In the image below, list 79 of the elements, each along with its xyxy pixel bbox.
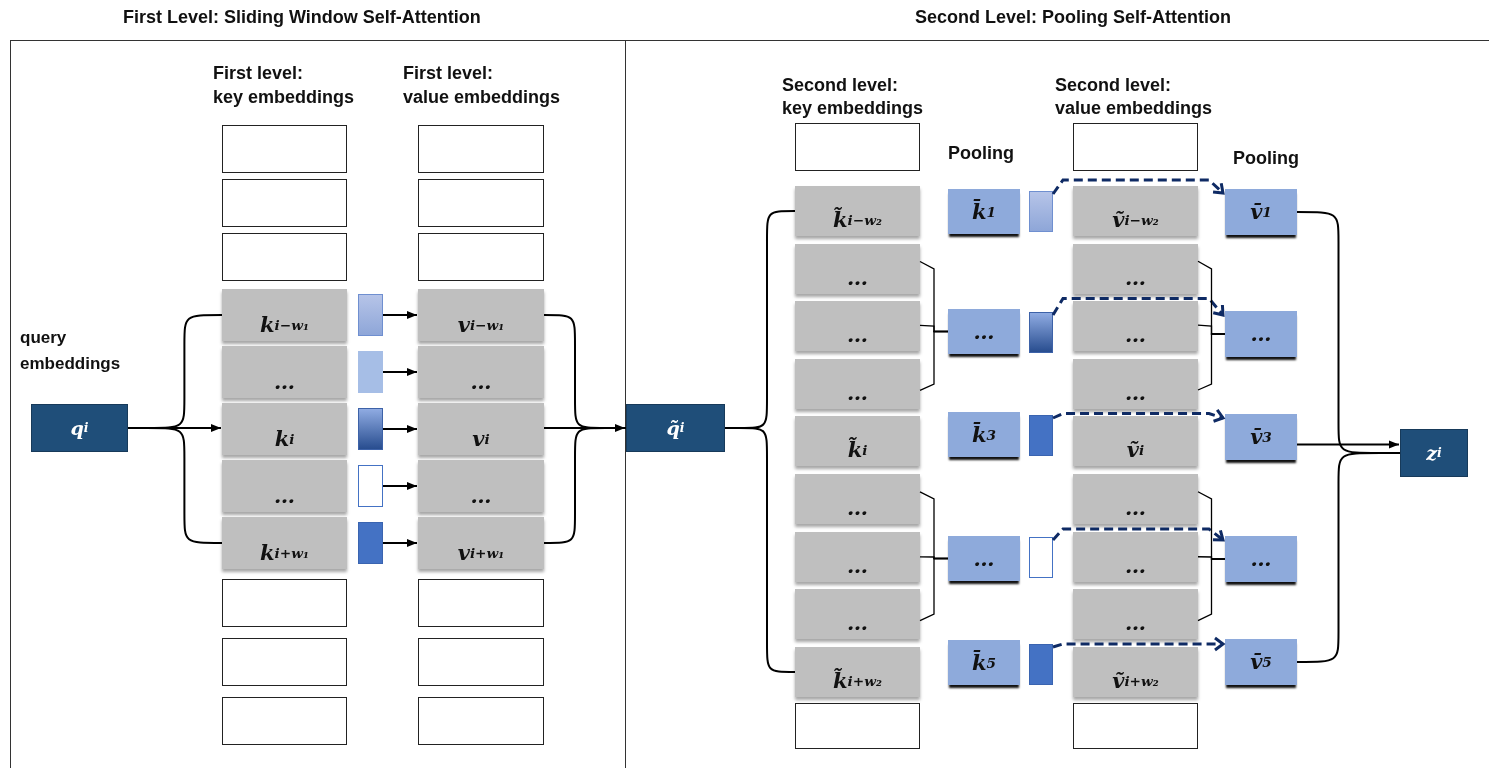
column-header: Pooling bbox=[948, 142, 1014, 164]
brace-line bbox=[543, 427, 627, 544]
empty-embedding-box bbox=[418, 233, 544, 281]
empty-embedding-box bbox=[222, 125, 347, 173]
column-header: Second level: bbox=[782, 74, 899, 96]
value-embedding-box: … bbox=[1073, 589, 1198, 639]
dashed-arrow bbox=[1052, 408, 1225, 423]
panel-title: First Level: Sliding Window Self-Attention bbox=[123, 6, 481, 28]
column-header: value embeddings bbox=[1055, 97, 1213, 119]
column-header: Pooling bbox=[1233, 147, 1299, 169]
attention-weight-bar bbox=[358, 522, 383, 564]
attention-weight-bar bbox=[358, 294, 383, 336]
column-header: First level: bbox=[403, 62, 494, 84]
panel-title: Second Level: Pooling Self-Attention bbox=[915, 6, 1231, 28]
arrow bbox=[1296, 440, 1400, 449]
attention-weight-bar bbox=[1029, 312, 1053, 353]
empty-embedding-box bbox=[418, 579, 544, 627]
empty-embedding-box bbox=[418, 125, 544, 173]
value-embedding-box: … bbox=[418, 460, 544, 512]
column-header: key embeddings bbox=[782, 97, 924, 119]
brace-line bbox=[724, 427, 796, 673]
brace-line bbox=[127, 427, 223, 544]
column-header: value embeddings bbox=[403, 86, 561, 108]
column-header: key embeddings bbox=[213, 86, 355, 108]
arrow bbox=[382, 425, 418, 433]
value-embedding-box: … bbox=[1073, 359, 1198, 409]
empty-embedding-box bbox=[418, 697, 544, 745]
dashed-arrow bbox=[1051, 297, 1225, 317]
pooled-key-box: … bbox=[948, 536, 1020, 581]
key-embedding-box: … bbox=[795, 589, 920, 639]
empty-embedding-box bbox=[418, 179, 544, 227]
attention-weight-bar bbox=[1029, 537, 1053, 578]
attention-weight-bar bbox=[1029, 415, 1053, 456]
empty-embedding-box bbox=[1073, 123, 1198, 171]
row-label: query embeddings bbox=[20, 327, 122, 375]
key-embedding-box: … bbox=[222, 346, 347, 398]
brace-line bbox=[1296, 452, 1401, 663]
empty-embedding-box bbox=[418, 638, 544, 686]
key-embedding-box: … bbox=[222, 460, 347, 512]
value-embedding-box: … bbox=[1073, 474, 1198, 524]
column-header: First level: bbox=[213, 62, 304, 84]
key-embedding-box: … bbox=[795, 359, 920, 409]
arrow bbox=[382, 539, 418, 547]
value-embedding-box: … bbox=[1073, 244, 1198, 294]
empty-embedding-box bbox=[222, 179, 347, 227]
value-embedding-box: … bbox=[1073, 532, 1198, 582]
attention-weight-bar bbox=[358, 351, 383, 393]
dashed-arrow bbox=[1052, 636, 1225, 652]
empty-embedding-box bbox=[222, 233, 347, 281]
attention-weight-bar bbox=[1029, 644, 1053, 685]
empty-embedding-box bbox=[222, 579, 347, 627]
key-embedding-box: … bbox=[795, 301, 920, 351]
attention-weight-bar bbox=[358, 465, 383, 507]
arrow bbox=[382, 311, 418, 319]
bracket-line bbox=[1197, 558, 1226, 622]
dashed-arrow bbox=[1051, 527, 1225, 542]
empty-embedding-box bbox=[1073, 703, 1198, 749]
key-embedding-box: … bbox=[795, 532, 920, 582]
arrow bbox=[382, 368, 418, 376]
empty-embedding-box bbox=[222, 697, 347, 745]
arrow bbox=[382, 482, 418, 490]
empty-embedding-box bbox=[795, 703, 920, 749]
bracket-line bbox=[919, 330, 949, 391]
value-embedding-box: … bbox=[1073, 301, 1198, 351]
dashed-arrow bbox=[1051, 178, 1225, 195]
panel-frame bbox=[10, 40, 626, 768]
key-embedding-box: … bbox=[795, 244, 920, 294]
attention-weight-bar bbox=[358, 408, 383, 450]
column-header: Second level: bbox=[1055, 74, 1172, 96]
value-embedding-box: … bbox=[418, 346, 544, 398]
bracket-line bbox=[919, 557, 949, 622]
pooled-value-box: … bbox=[1225, 311, 1297, 357]
pooled-value-box: … bbox=[1225, 536, 1297, 582]
key-embedding-box: … bbox=[795, 474, 920, 524]
attention-weight-bar bbox=[1029, 191, 1053, 232]
empty-embedding-box bbox=[795, 123, 920, 171]
pooled-key-box: … bbox=[948, 309, 1020, 354]
empty-embedding-box bbox=[222, 638, 347, 686]
bracket-line bbox=[1197, 333, 1226, 391]
